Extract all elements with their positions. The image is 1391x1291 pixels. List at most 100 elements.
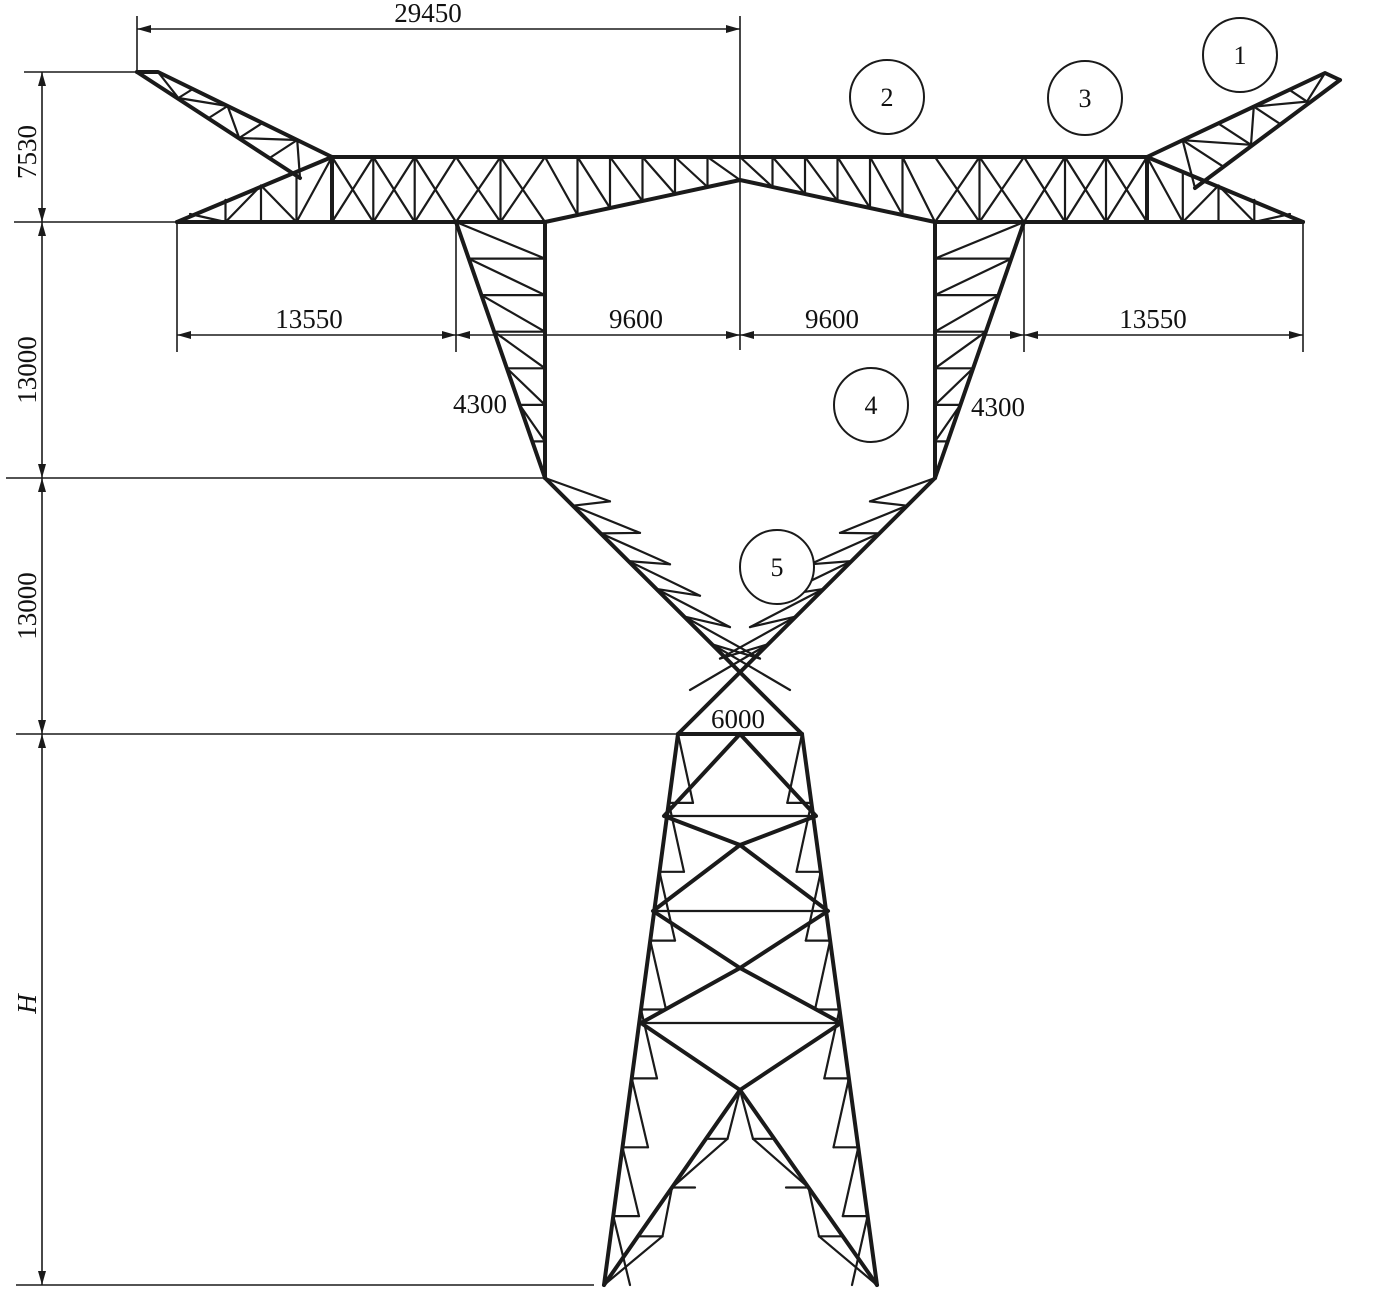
brace-member [1145, 155, 1184, 224]
brace-member [786, 732, 804, 805]
dim-top-span: 29450 [394, 0, 462, 28]
brace-member [748, 615, 797, 629]
dim-left-inner: 9600 [609, 304, 663, 334]
brace-member [238, 136, 299, 142]
brace-member [726, 1088, 742, 1140]
brace-member [804, 870, 822, 942]
tower-structure [135, 70, 1342, 1287]
brace-member [1104, 155, 1149, 224]
brace-member [543, 476, 612, 503]
dim-lower-height: H [12, 993, 42, 1015]
brace-member [803, 155, 839, 203]
marker-2-label: 2 [881, 83, 894, 112]
brace-member [933, 403, 962, 443]
brace-member [795, 801, 813, 873]
brace-member [933, 330, 988, 370]
brace-member [807, 1186, 821, 1238]
brace-member [1288, 88, 1309, 103]
brace-member [813, 939, 832, 1011]
brace-member [268, 138, 299, 160]
marker-1-label: 1 [1234, 41, 1247, 70]
brace-member [1181, 139, 1225, 168]
brace-member [1063, 155, 1108, 224]
brace-member [901, 155, 937, 224]
brace-member [467, 257, 547, 297]
brace-member [868, 476, 937, 503]
brace-member [817, 1235, 879, 1287]
brace-member [177, 87, 194, 100]
brace-member [683, 615, 732, 629]
brace-member [661, 1186, 674, 1238]
brace-member [673, 155, 709, 189]
brace-member [933, 257, 1013, 297]
brace-member [933, 440, 949, 480]
brace-member [683, 615, 762, 660]
dimension-labels: 29450 7530 13000 13000 H 13550 9600 9600… [12, 0, 1187, 1015]
brace-member [710, 643, 762, 660]
brace-member [933, 367, 975, 406]
brace-member [330, 155, 375, 224]
marker-4: 4 [833, 367, 909, 443]
brace-member [655, 587, 732, 629]
tower-bracing [156, 70, 1327, 1287]
brace-member [836, 155, 872, 210]
brace-member [571, 500, 612, 507]
brace-member [868, 155, 904, 217]
brace-member [868, 500, 909, 507]
dim-right-outer: 13550 [1119, 304, 1187, 334]
brace-member [639, 1008, 659, 1080]
marker-3: 3 [1047, 60, 1123, 136]
brace-member [188, 212, 227, 224]
brace-member [627, 559, 702, 597]
brace-member [177, 96, 229, 108]
brace-member [1181, 139, 1253, 146]
marker-1: 1 [1202, 17, 1278, 93]
brace-member [602, 1235, 664, 1287]
brace-member [454, 220, 547, 260]
brace-member [670, 1137, 729, 1189]
marker-3-label: 3 [1079, 84, 1092, 113]
brace-member [1249, 105, 1255, 146]
dim-arm-height: 7530 [12, 125, 42, 179]
brace-member [612, 1214, 632, 1287]
brace-member [295, 155, 334, 224]
brace-member [1305, 71, 1327, 103]
brace-member [641, 155, 677, 196]
brace-member [808, 532, 881, 566]
brace-member [207, 104, 229, 120]
brace-member [748, 587, 825, 629]
dim-waist: 6000 [711, 704, 765, 734]
brace-member [531, 440, 547, 480]
brace-member [1181, 184, 1220, 224]
brace-member [156, 70, 180, 100]
brace-member [621, 1146, 641, 1218]
brace-member [372, 155, 416, 224]
brace-member [599, 531, 642, 535]
marker-2: 2 [849, 59, 925, 135]
brace-member [838, 531, 881, 535]
brace-member [1181, 139, 1197, 190]
brace-member [771, 155, 807, 196]
brace-member [649, 939, 668, 1011]
brace-member [751, 1137, 810, 1189]
brace-member [226, 104, 241, 140]
brace-member [841, 1146, 860, 1218]
brace-member [823, 1008, 841, 1080]
dim-left-outer: 13550 [275, 304, 343, 334]
brace-member [718, 643, 770, 660]
dim-right-window: 4300 [971, 392, 1025, 422]
dim-middle-height: 13000 [12, 572, 42, 640]
marker-4-label: 4 [865, 391, 878, 420]
brace-member [676, 732, 695, 805]
brace-member [933, 155, 981, 224]
brace-member [838, 504, 909, 535]
brace-member [738, 155, 774, 189]
brace-member [1217, 122, 1253, 146]
brace-member [480, 294, 547, 333]
brace-member [667, 801, 686, 873]
dim-right-inner: 9600 [805, 304, 859, 334]
brace-member [599, 532, 672, 566]
dim-left-window: 4300 [453, 389, 507, 419]
brace-member [655, 587, 702, 597]
